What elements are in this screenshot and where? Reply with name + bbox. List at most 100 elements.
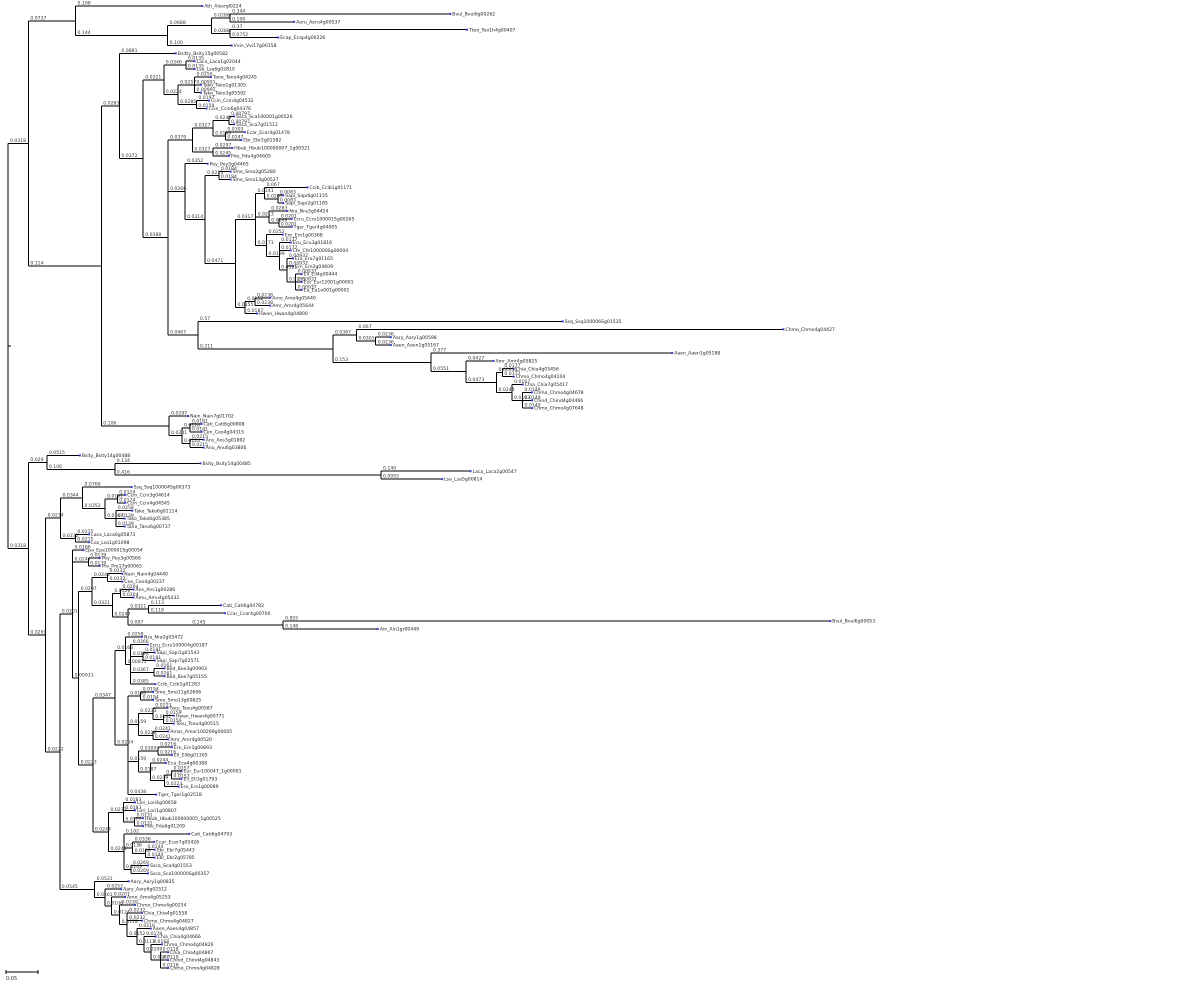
branch-length-label: 0.0161 (97, 892, 113, 898)
taxon-label: Amu_Amu4g05432 (136, 595, 180, 601)
tip-marker (188, 832, 191, 835)
tip-marker (82, 549, 85, 552)
taxon-label: Chia_Chia4g04867 (170, 950, 213, 956)
taxon-label: Cati_Cati6g00808 (204, 422, 245, 428)
branch-length-label: 0.0135 (188, 56, 204, 62)
branch-length-label: 0.0109 (146, 947, 162, 953)
tree-branches (7, 5, 832, 969)
tip-marker (492, 359, 495, 362)
tip-marker (154, 683, 157, 686)
branch-length-label: 0.102 (126, 828, 139, 834)
tip-marker (166, 706, 169, 709)
branch-length-label: 0.144 (78, 30, 91, 36)
taxon-label: Cati_Cati6g04793 (191, 832, 232, 838)
branch-length-label: 0.00797 (231, 119, 250, 125)
branch-length-label: 0.0201 (171, 430, 187, 436)
tip-marker (154, 935, 157, 938)
taxon-label: Ern_Ern1g00893 (174, 745, 212, 751)
branch-length-label: 0.0190 (215, 131, 231, 137)
branch-length-label: 0.0344 (63, 492, 79, 498)
taxon-label: Ans_Ans3g01892 (206, 437, 246, 443)
branch-length-label: 0.0149 (271, 217, 287, 223)
taxon-label: Sapi_Sapi6g01155 (285, 193, 328, 199)
taxon-label: Ecap_Ecap4g00226 (280, 35, 325, 41)
tip-marker (187, 415, 190, 418)
taxon-label: Bvul_Bvul6g00053 (832, 619, 875, 625)
tip-marker (88, 533, 91, 536)
branch-length-label: 0.0152 (129, 931, 145, 937)
tip-marker (300, 288, 303, 291)
tip-marker (155, 793, 158, 796)
tip-marker (172, 722, 175, 725)
taxon-label: Chmo_Chmo4g04827 (144, 918, 194, 924)
branch-length-label: 0.0215 (192, 434, 208, 440)
taxon-label: Pro_Pro17g00065 (102, 563, 142, 569)
taxon-label: Bvul_Bvul6g00262 (452, 11, 495, 17)
tip-marker (201, 5, 204, 7)
tip-marker (469, 470, 472, 473)
taxon-label: Ccib_Ccib1g01283 (157, 682, 200, 688)
branch-length-label: 0.0196 (130, 690, 146, 696)
branch-length-label: 0.0241 (110, 846, 126, 852)
taxon-label: Tteo_Teo1h4g00407 (468, 27, 516, 33)
branch-length-label: 0.0752 (232, 32, 248, 38)
branch-length-label: 0.00811 (128, 659, 147, 665)
tip-marker (167, 730, 170, 733)
tip-marker (220, 604, 223, 607)
branch-length-label: 0.0204 (122, 592, 138, 598)
tip-marker (141, 919, 144, 922)
branch-length-label: 0.0179 (90, 560, 106, 566)
taxon-label: Hbub_Hbub100000005_1g00525 (145, 816, 221, 822)
branch-length-label: 0.0241 (155, 726, 171, 732)
branch-length-label: 0.0367 (133, 667, 149, 673)
branch-length-label: 0.0473 (468, 377, 484, 383)
branch-length-label: 0.00931 (498, 367, 517, 373)
taxon-label: Bsity_Bsity14g00485 (203, 461, 251, 467)
branch-length-label: 0.0309 (140, 746, 156, 752)
branch-length-label: 0.0336 (135, 836, 151, 842)
branch-length-label: 0.0257 (180, 79, 196, 85)
tip-marker (277, 36, 280, 39)
branch-length-label: 0.0551 (433, 366, 449, 372)
tip-marker (209, 75, 212, 78)
taxon-label: Lori_Lori6g00658 (137, 800, 177, 806)
branch-length-label: 0.0248 (215, 115, 231, 121)
branch-length-label: 0.0157 (173, 773, 189, 779)
branch-length-label: 0.0118 (122, 919, 138, 925)
tip-marker (134, 809, 137, 812)
branch-length-label: 0.0467 (170, 330, 186, 336)
branch-length-label: 0.0881 (121, 48, 137, 54)
tip-marker (229, 170, 232, 173)
scale-bar: 0.05 (5, 970, 39, 982)
tip-marker (142, 817, 145, 820)
taxon-label: Ell_Ell4g00444 (304, 272, 338, 278)
taxon-label: Smo_Smo11g02606 (155, 690, 201, 696)
taxon-label: Lori_Lori1g00807 (137, 808, 177, 814)
tip-marker (141, 911, 144, 914)
branch-length-label: 0.145 (192, 619, 205, 625)
branch-length-label: 0.0545 (62, 884, 78, 890)
branch-length-label: 0.0216 (160, 750, 176, 756)
branch-length-label: 0.0321 (94, 600, 110, 606)
tip-marker (131, 509, 134, 512)
branch-length-label: 0.0317 (237, 214, 253, 220)
branch-length-label: 0.00937 (298, 269, 317, 275)
branch-length-label: 0.211 (200, 343, 213, 349)
branch-length-label: 0.0285 (180, 99, 196, 105)
taxon-label: Cfe_Cfe100000Sg00004 (293, 248, 349, 254)
tip-marker (174, 52, 177, 55)
branch-length-label: 0.134 (117, 458, 130, 464)
tip-marker (172, 714, 175, 717)
branch-length-label: 0.0126 (114, 588, 130, 594)
tip-marker (531, 399, 534, 402)
branch-length-label: 0.0147 (153, 955, 169, 961)
tip-marker (829, 620, 832, 623)
taxon-label: Lsa_Lsa5g00814 (444, 477, 482, 483)
taxon-label: Ath_Alsorgl0224 (204, 4, 241, 10)
taxon-label: Chind_Chind4g04843 (170, 958, 219, 964)
tip-marker (152, 698, 155, 701)
taxon-label: Ccib_Ccib1g01171 (310, 185, 353, 191)
tip-marker (521, 383, 524, 386)
branch-length-label: 0.0161 (156, 663, 172, 669)
tip-marker (233, 123, 236, 126)
